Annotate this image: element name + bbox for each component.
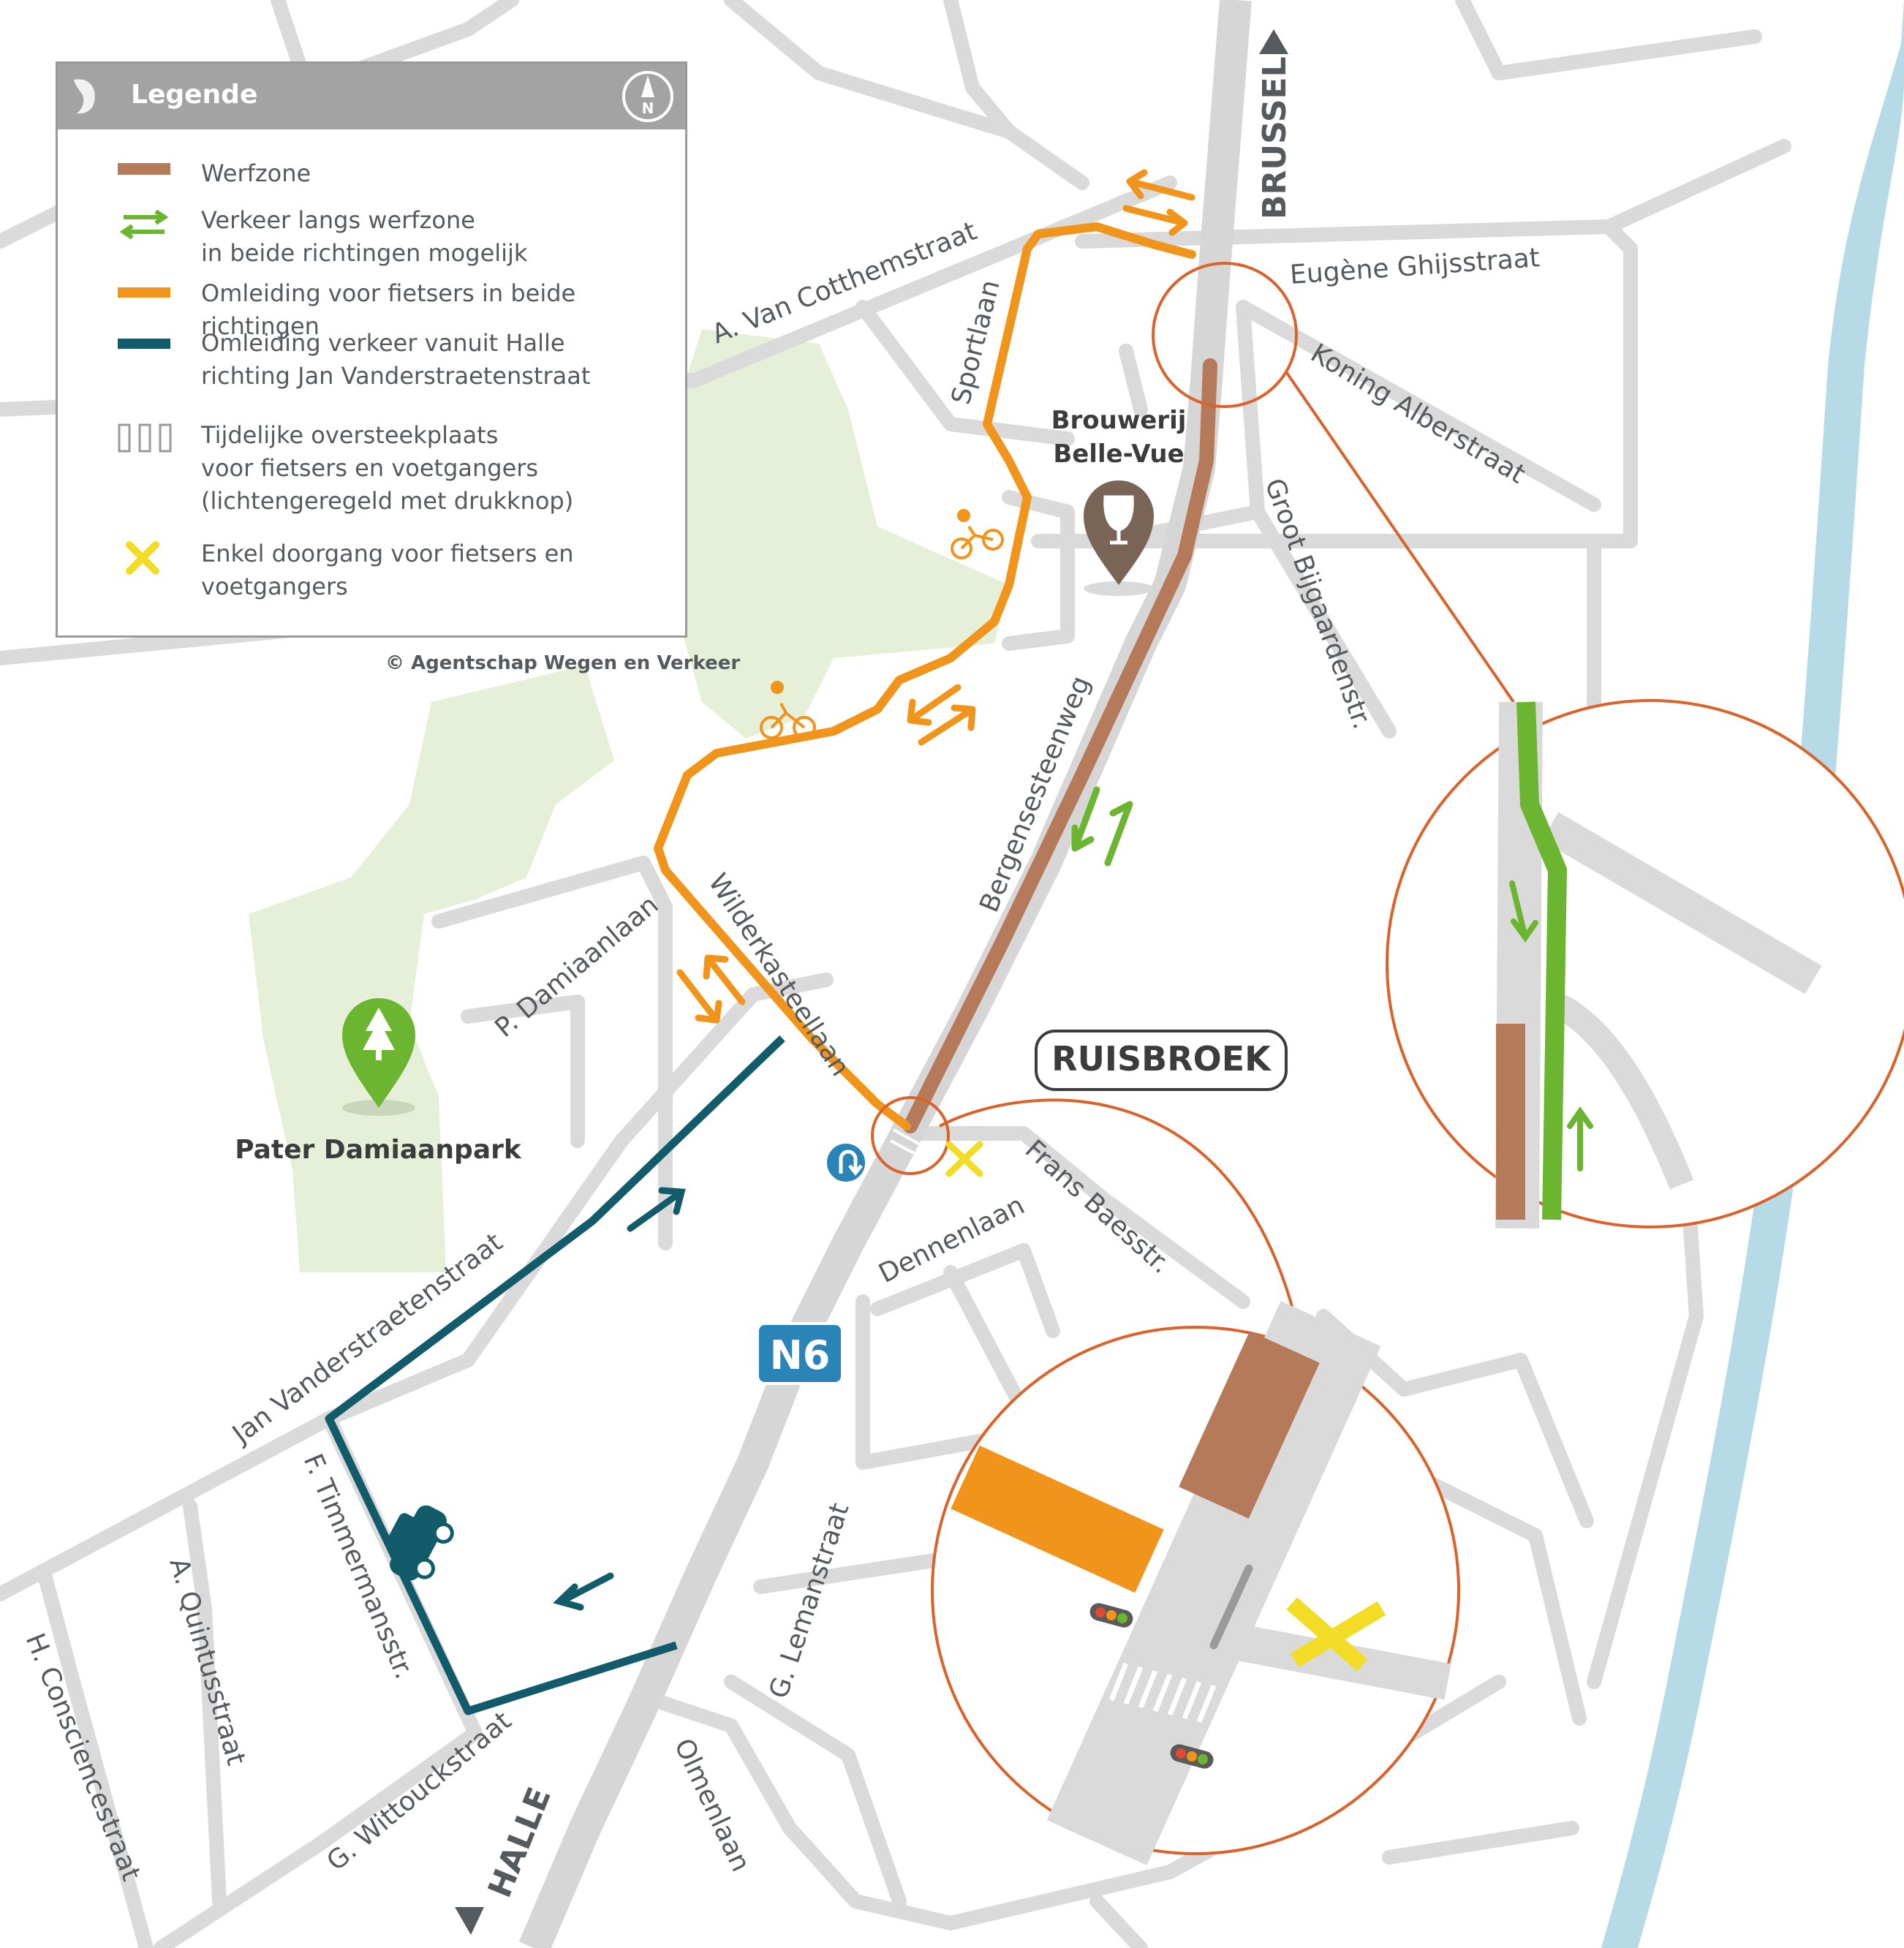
legend-label: Verkeer langs werfzone in beide richting… <box>201 206 528 267</box>
legend-panel: Legende N Werfzone Verkeer langs werfzon… <box>56 61 687 638</box>
bike-icon-north <box>951 509 1004 559</box>
legend-label: Werfzone <box>201 159 311 187</box>
two-way-arrow-icon <box>119 210 169 239</box>
flemish-lion-icon <box>74 79 95 114</box>
legend-header: Legende N <box>58 64 685 129</box>
car-detour-arrow-north <box>627 1187 686 1232</box>
bike-detour-route <box>654 222 1196 1130</box>
werfzone-route <box>903 358 1217 1133</box>
car-detour-arrow-south <box>553 1572 614 1611</box>
car-icon <box>385 1505 454 1581</box>
yellow-cross-icon <box>126 541 159 575</box>
route-shield-label: N6 <box>770 1332 831 1378</box>
detail-circle-crossing <box>931 1301 1460 1865</box>
town-label-box <box>1035 1030 1288 1091</box>
copyright: © Agentschap Wegen en Verkeer <box>385 652 741 674</box>
zoom-connector-crossing <box>939 1098 1303 1346</box>
street-baess: Frans Baesstr. <box>1019 1134 1176 1280</box>
street-conscience: H. Consciencestraat <box>20 1629 146 1885</box>
legend-label: Enkel doorgang voor fietsers en voetgang… <box>201 540 574 600</box>
pedestrian-only-marker <box>945 1141 983 1177</box>
park-label: Pater Damiaanpark <box>235 1135 522 1165</box>
bike-icon-middle <box>760 681 816 739</box>
legend-label: Omleiding voor fietsers in beide richtin… <box>201 279 576 340</box>
north-arrow-label: N <box>642 99 654 117</box>
bike-two-way-arrows <box>676 169 1195 1024</box>
street-wittouck: G. Wittouckstraat <box>321 1706 517 1877</box>
direction-north-arrow <box>1259 29 1288 54</box>
park-area-damiaan <box>249 665 614 1272</box>
street-albert: Koning Alberstraat <box>1305 339 1530 490</box>
brewery-label-line2: Belle-Vue <box>1053 439 1184 469</box>
street-lemans: G. Lemanstraat <box>764 1500 855 1702</box>
direction-south-arrow <box>455 1907 484 1935</box>
road-network <box>0 0 1791 1948</box>
legend-label: Omleiding verkeer vanuit Halle richting … <box>201 329 591 390</box>
street-bijgaarden: Groot Bijgaardenstr. <box>1259 475 1378 733</box>
zoom-ring-north <box>1152 262 1298 408</box>
street-ghijs: Eugène Ghijsstraat <box>1289 243 1541 290</box>
car-detour-route <box>325 1035 785 1715</box>
bike-detour-swatch <box>118 287 170 298</box>
crossing-icon <box>118 423 172 453</box>
detail-circle-north <box>1386 699 1904 1229</box>
river <box>1601 0 1904 1948</box>
town-label: RUISBROEK <box>1051 1039 1272 1079</box>
werfzone-swatch <box>118 163 170 175</box>
north-arrow-icon: N <box>622 71 673 122</box>
brewery-pin-icon <box>1084 480 1154 596</box>
zoom-connector-north <box>1285 371 1515 703</box>
car-detour-swatch <box>118 339 170 349</box>
legend-label: Tijdelijke oversteekplaats voor fietsers… <box>201 421 574 515</box>
traffic-two-way-arrows <box>1071 786 1133 867</box>
brewery-label-line1: Brouwerij <box>1051 406 1187 435</box>
direction-north-label: BRUSSEL <box>1256 56 1293 219</box>
route-shield-background <box>756 1322 844 1385</box>
park-area-north <box>658 329 1009 739</box>
park-pin-icon <box>342 998 415 1116</box>
zoom-ring-crossing <box>871 1096 950 1175</box>
turn-restriction-icon <box>824 1141 868 1185</box>
legend-title: Legende <box>131 80 258 110</box>
crossing-marker-small <box>890 1128 921 1155</box>
